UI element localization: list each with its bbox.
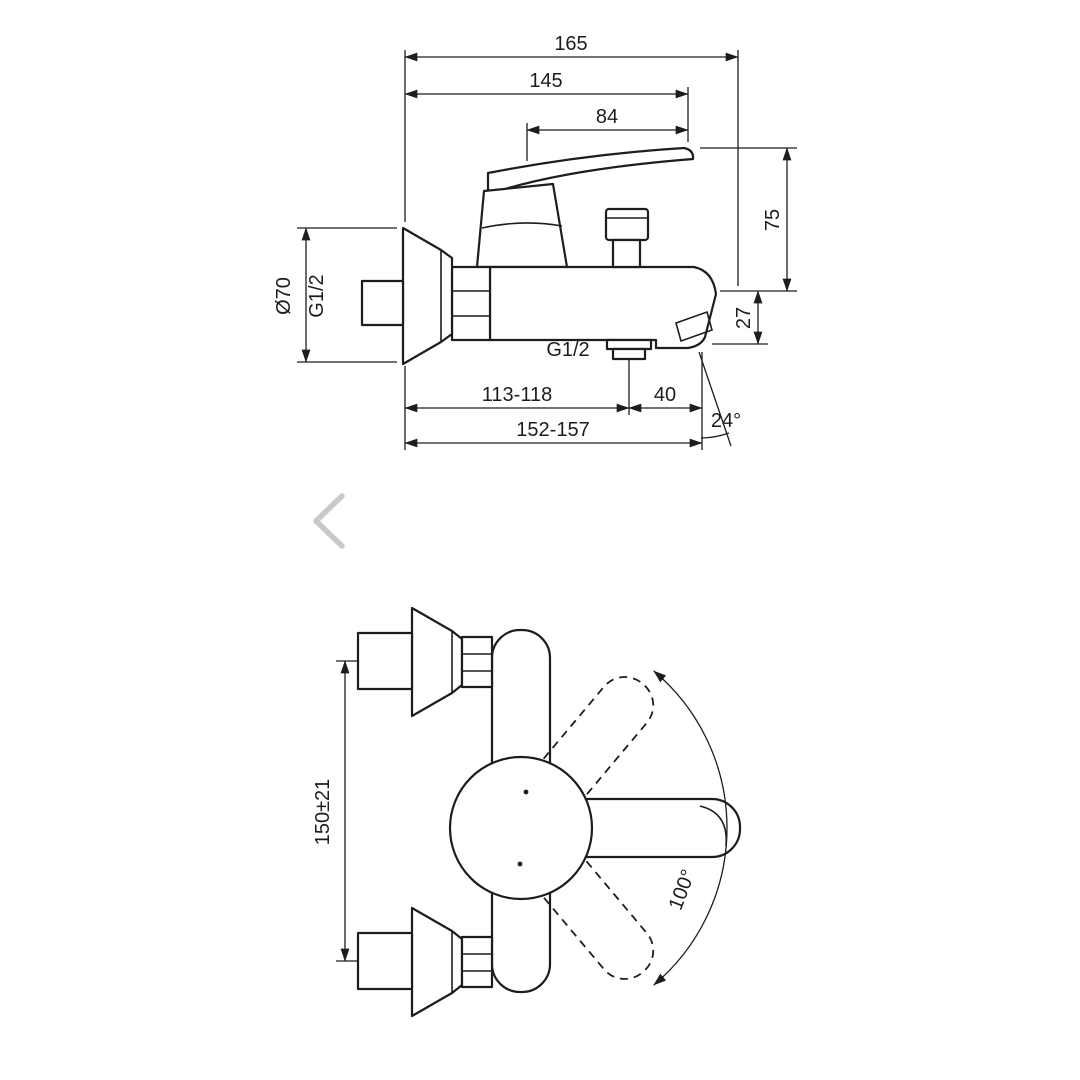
diverter-knob-stem xyxy=(611,238,642,269)
plan-view: 150±21 100° xyxy=(312,606,742,1018)
dim-inlet-thread: G1/2 xyxy=(306,274,328,317)
dim-handle-swing: 100° xyxy=(665,867,700,914)
shower-outlet-stem xyxy=(611,347,647,361)
dim-flange-diameter: Ø70 xyxy=(273,277,295,315)
spout-angle-arc xyxy=(700,432,730,439)
shower-outlet-flange xyxy=(605,338,653,351)
handle-lever xyxy=(486,146,695,199)
dim-wall-to-shower-outlet: 113-118 xyxy=(482,384,552,406)
prev-chevron-icon[interactable] xyxy=(313,493,345,549)
screw-mark xyxy=(523,789,529,795)
side-view-faucet xyxy=(360,146,718,366)
dim-body-depth: 145 xyxy=(529,70,562,92)
screw-mark xyxy=(517,861,523,867)
dim-overall-depth: 165 xyxy=(554,33,587,55)
mixer-body-spout xyxy=(488,265,718,350)
side-view-dimension-lines xyxy=(301,52,792,448)
connection-nut-bottom xyxy=(460,935,494,989)
escutcheon-cone-bottom xyxy=(410,906,464,1018)
inlet-connector-top xyxy=(356,631,414,691)
connection-nut-top xyxy=(460,635,494,689)
handle-swing-arc xyxy=(653,670,728,986)
inlet-connector xyxy=(360,279,405,327)
dim-spout-face-angle: 24° xyxy=(711,410,741,432)
dim-handle-length: 84 xyxy=(596,106,618,128)
connection-nut xyxy=(450,265,492,342)
dim-handle-height: 75 xyxy=(762,209,784,231)
dim-shower-outlet-thread: G1/2 xyxy=(546,339,589,361)
escutcheon-cone xyxy=(401,226,454,366)
inlet-connector-bottom xyxy=(356,931,414,991)
diverter-knob-cap xyxy=(604,207,650,242)
hub-circle xyxy=(448,755,594,901)
dim-wall-to-spout-tip: 152-157 xyxy=(516,419,589,441)
plan-view-faucet xyxy=(356,606,742,1018)
dim-shower-outlet-to-spout-tip: 40 xyxy=(654,384,676,406)
plan-view-dimension-lines xyxy=(336,660,728,986)
spout-angle-slant-line xyxy=(698,351,732,447)
handle-hub-seam xyxy=(481,222,563,229)
spout-aerator xyxy=(675,310,713,343)
side-view-dimension-labels: 165 145 84 75 27 Ø70 G1/2 G1/2 113-118 4… xyxy=(273,33,784,441)
dim-inlet-centres: 150±21 xyxy=(312,779,334,846)
dim-spout-drop: 27 xyxy=(733,307,755,329)
escutcheon-cone-top xyxy=(410,606,464,718)
side-view: 165 145 84 75 27 Ø70 G1/2 G1/2 113-118 4… xyxy=(273,33,797,450)
